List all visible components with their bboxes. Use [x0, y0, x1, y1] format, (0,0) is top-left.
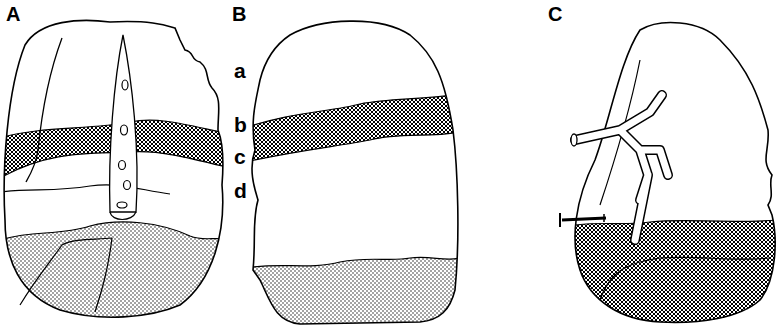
- zone-letter: c: [234, 146, 246, 167]
- organ-c: [560, 23, 780, 328]
- organ-b: [245, 21, 460, 328]
- organ-a: [0, 20, 230, 328]
- zone-letter: b: [234, 114, 247, 135]
- zone-letter: d: [234, 180, 247, 201]
- zone-letter: a: [234, 60, 246, 81]
- figure-letter: C: [548, 4, 562, 24]
- figure-letter: B: [232, 4, 246, 24]
- figure-letter: A: [6, 4, 20, 24]
